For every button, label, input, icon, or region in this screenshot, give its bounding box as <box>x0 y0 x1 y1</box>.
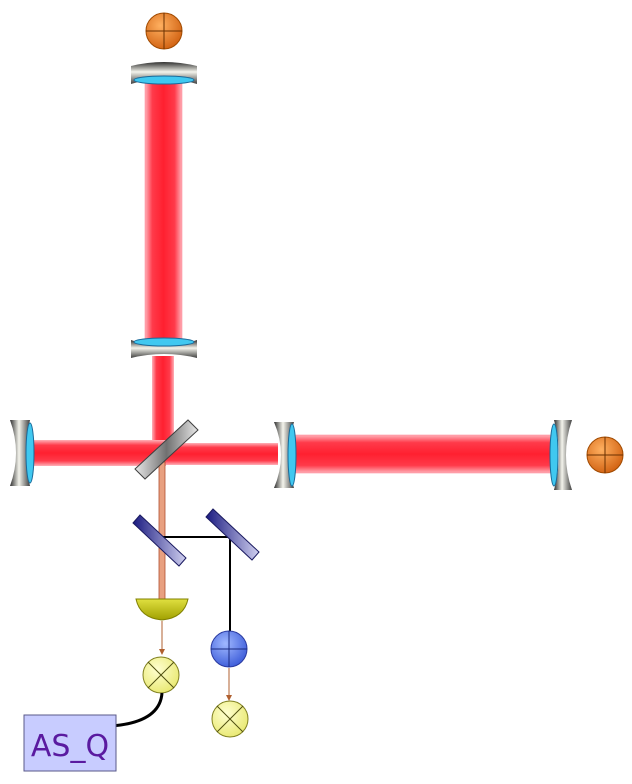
beams <box>30 79 555 603</box>
curved-mirror-icon <box>10 420 35 486</box>
photodiode-lens-icon <box>210 630 248 668</box>
end-test-mass-sphere-icon <box>145 12 183 50</box>
y-arm-cavity-beam <box>144 79 183 343</box>
pickoff-mirror-icon <box>132 514 187 567</box>
x-arm-input-beam <box>166 443 278 465</box>
end-test-mass-sphere-icon <box>586 436 624 474</box>
signal-cable <box>111 692 164 728</box>
curved-mirror-icon <box>131 337 197 358</box>
pickoff-mirror-icon <box>205 508 260 561</box>
curved-mirror-icon <box>131 62 197 85</box>
photodiode-lens-icon <box>135 598 189 621</box>
y-arm-input-beam <box>152 356 174 444</box>
beamsplitter-icon <box>134 419 199 480</box>
x-arm-cavity-beam <box>291 434 555 474</box>
readout-box: AS_Q <box>23 714 117 772</box>
curved-mirror-icon <box>549 420 572 490</box>
readout-label: AS_Q <box>31 729 109 764</box>
detector-cross-icon <box>142 656 180 694</box>
curved-mirror-icon <box>274 422 297 488</box>
as-port-beam <box>158 461 166 603</box>
detector-cross-icon <box>211 700 249 738</box>
